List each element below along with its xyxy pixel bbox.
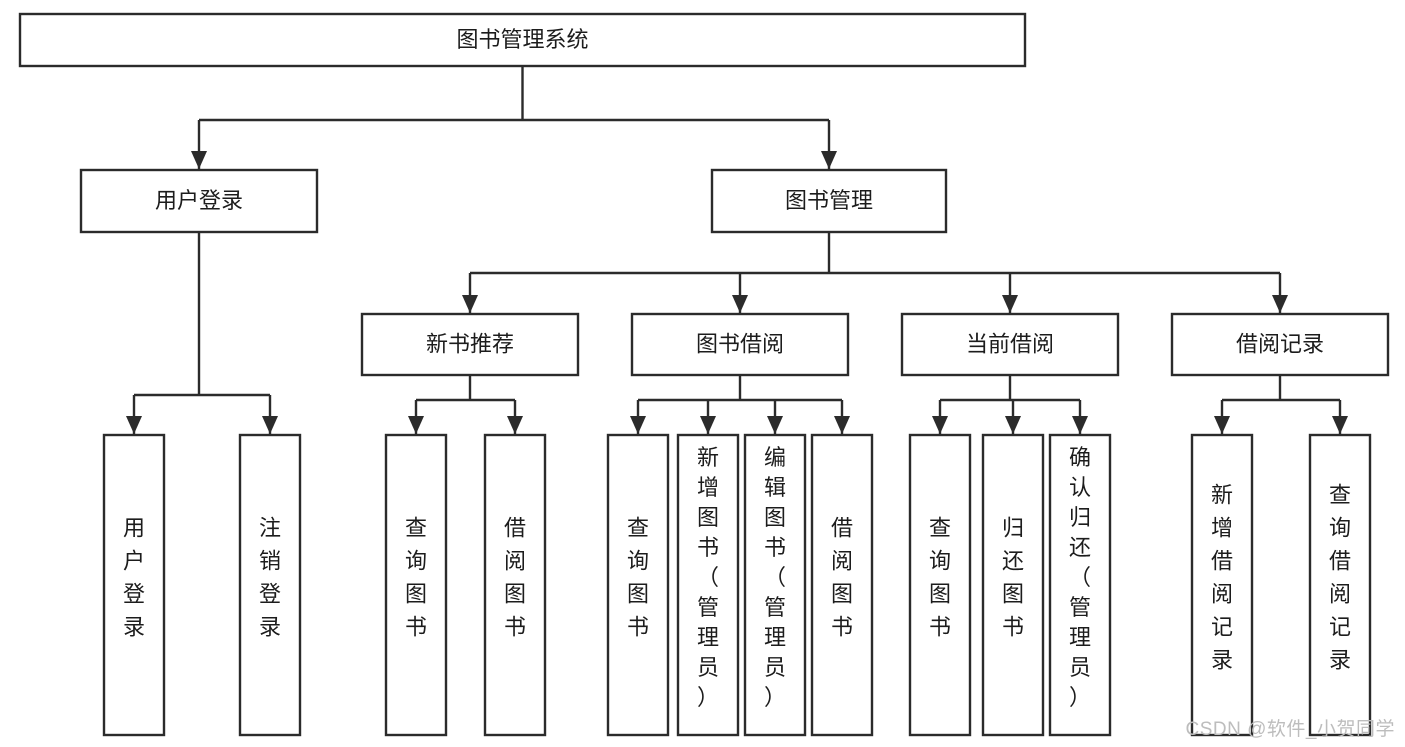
node-leaf-7-label: 借阅图书 xyxy=(831,516,853,640)
node-level3-1-label: 图书借阅 xyxy=(696,331,784,356)
node-level2-0-label: 用户登录 xyxy=(155,188,243,213)
node-leaf-10-label: 确认归还（管理员） xyxy=(1069,445,1091,710)
node-leaf-9[interactable]: 归还图书 xyxy=(981,433,1045,737)
node-leaf-10-box[interactable] xyxy=(1048,433,1112,737)
node-leaf-3-box[interactable] xyxy=(483,433,547,737)
node-leaf-6-box[interactable] xyxy=(743,433,807,737)
node-leaf-7[interactable]: 借阅图书 xyxy=(810,433,874,737)
arrow-head-icon xyxy=(1214,416,1230,434)
node-leaf-12[interactable]: 查询借阅记录 xyxy=(1308,433,1372,737)
node-leaf-11-box[interactable] xyxy=(1190,433,1254,737)
node-level3-3-box[interactable] xyxy=(1170,312,1390,377)
node-level3-1-box[interactable] xyxy=(630,312,850,377)
node-leaf-2[interactable]: 查询图书 xyxy=(384,433,448,737)
arrow-head-icon xyxy=(767,416,783,434)
node-leaf-9-label: 归还图书 xyxy=(1002,516,1024,640)
arrow-head-icon xyxy=(507,416,523,434)
node-level3-2-box[interactable] xyxy=(900,312,1120,377)
node-leaf-2-label: 查询图书 xyxy=(405,516,427,640)
node-leaf-11-label: 新增借阅记录 xyxy=(1211,483,1233,673)
node-level3-0[interactable]: 新书推荐 xyxy=(360,312,580,377)
node-leaf-1[interactable]: 注销登录 xyxy=(238,433,302,737)
node-leaf-8-box[interactable] xyxy=(908,433,972,737)
node-leaf-5-label: 新增图书（管理员） xyxy=(697,445,719,710)
arrow-head-icon xyxy=(462,295,478,313)
node-leaf-4-label: 查询图书 xyxy=(627,516,649,640)
arrow-head-icon xyxy=(408,416,424,434)
node-leaf-0-label: 用户登录 xyxy=(123,516,145,640)
arrow-head-icon xyxy=(821,151,837,169)
node-level3-2[interactable]: 当前借阅 xyxy=(900,312,1120,377)
arrow-head-icon xyxy=(191,151,207,169)
arrow-head-icon xyxy=(732,295,748,313)
arrow-head-icon xyxy=(1272,295,1288,313)
node-leaf-0-box[interactable] xyxy=(102,433,166,737)
node-leaf-10[interactable]: 确认归还（管理员） xyxy=(1048,433,1112,737)
node-leaf-6-label: 编辑图书（管理员） xyxy=(764,445,786,710)
node-leaf-0[interactable]: 用户登录 xyxy=(102,433,166,737)
node-leaf-1-label: 注销登录 xyxy=(259,516,281,640)
node-level3-2-label: 当前借阅 xyxy=(966,331,1054,356)
node-level2-0[interactable]: 用户登录 xyxy=(79,168,319,234)
node-level3-0-label: 新书推荐 xyxy=(426,331,514,356)
node-root[interactable]: 图书管理系统 xyxy=(18,12,1027,68)
node-level3-0-box[interactable] xyxy=(360,312,580,377)
node-root-box[interactable] xyxy=(18,12,1027,68)
node-level2-1[interactable]: 图书管理 xyxy=(710,168,948,234)
node-leaf-6[interactable]: 编辑图书（管理员） xyxy=(743,433,807,737)
node-leaf-3[interactable]: 借阅图书 xyxy=(483,433,547,737)
node-level3-3-label: 借阅记录 xyxy=(1236,331,1324,356)
arrow-head-icon xyxy=(834,416,850,434)
arrow-head-icon xyxy=(1002,295,1018,313)
node-leaf-2-box[interactable] xyxy=(384,433,448,737)
node-root-label: 图书管理系统 xyxy=(456,27,588,52)
node-leaf-4[interactable]: 查询图书 xyxy=(606,433,670,737)
node-leaf-9-box[interactable] xyxy=(981,433,1045,737)
node-level3-3[interactable]: 借阅记录 xyxy=(1170,312,1390,377)
node-leaf-12-box[interactable] xyxy=(1308,433,1372,737)
node-leaf-8[interactable]: 查询图书 xyxy=(908,433,972,737)
node-leaf-1-box[interactable] xyxy=(238,433,302,737)
arrow-head-icon xyxy=(262,416,278,434)
node-leaf-7-box[interactable] xyxy=(810,433,874,737)
arrow-head-icon xyxy=(1005,416,1021,434)
node-leaf-5[interactable]: 新增图书（管理员） xyxy=(676,433,740,737)
arrow-head-icon xyxy=(1332,416,1348,434)
node-level2-1-label: 图书管理 xyxy=(785,188,873,213)
arrow-head-icon xyxy=(932,416,948,434)
node-level3-1[interactable]: 图书借阅 xyxy=(630,312,850,377)
arrow-head-icon xyxy=(1072,416,1088,434)
node-leaf-4-box[interactable] xyxy=(606,433,670,737)
node-leaf-8-label: 查询图书 xyxy=(929,516,951,640)
node-leaf-5-box[interactable] xyxy=(676,433,740,737)
node-leaf-3-label: 借阅图书 xyxy=(504,516,526,640)
node-level2-0-box[interactable] xyxy=(79,168,319,234)
node-leaf-12-label: 查询借阅记录 xyxy=(1329,483,1351,673)
node-level2-1-box[interactable] xyxy=(710,168,948,234)
arrow-head-icon xyxy=(700,416,716,434)
arrow-head-icon xyxy=(126,416,142,434)
node-leaf-11[interactable]: 新增借阅记录 xyxy=(1190,433,1254,737)
arrow-head-icon xyxy=(630,416,646,434)
